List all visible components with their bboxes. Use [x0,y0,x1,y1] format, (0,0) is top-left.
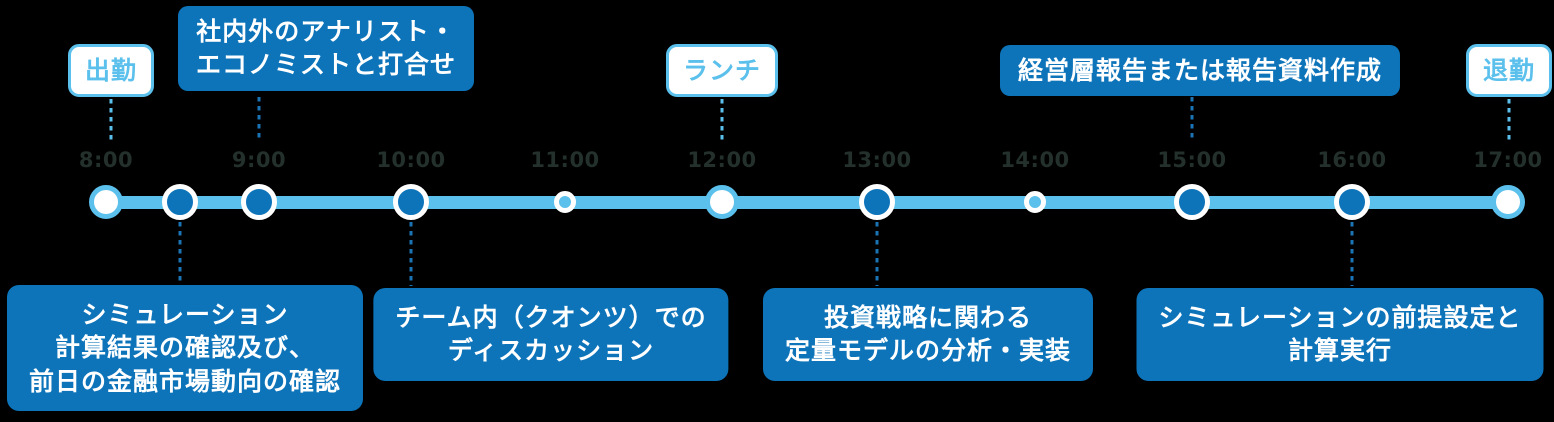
timeline-tick-9-00: 9:00 [231,148,287,172]
timeline-node-12-00[interactable] [705,185,739,219]
label-team-quants-discussion[interactable]: チーム内（クオンツ）での ディスカッション [373,288,729,381]
leader-line-simulation-check-market-review [178,222,182,284]
timeline-node-10-00[interactable] [393,184,429,220]
leader-line-clock-out [1507,99,1511,141]
timeline-tick-13-00: 13:00 [842,148,912,172]
leader-line-clock-in [109,99,113,141]
timeline-tick-12-00: 12:00 [687,148,757,172]
timeline-node-17-00[interactable] [1491,185,1525,219]
timeline-tick-11-00: 11:00 [530,148,600,172]
timeline-tick-15-00: 15:00 [1157,148,1227,172]
leader-line-analyst-economist-meeting [257,97,261,141]
timeline-tick-14-00: 14:00 [1000,148,1070,172]
leader-line-team-quants-discussion [409,222,413,286]
label-simulation-check-market-review[interactable]: シミュレーション 計算結果の確認及び、 前日の金融市場動向の確認 [6,285,364,411]
label-clock-in[interactable]: 出勤 [67,44,155,98]
timeline-rail [101,196,1509,209]
timeline-node-16-00[interactable] [1334,184,1370,220]
timeline-tick-8-00: 8:00 [78,148,134,172]
leader-line-exec-report [1190,97,1194,141]
timeline-tick-10-00: 10:00 [376,148,446,172]
leader-line-quant-model-analysis [875,222,879,286]
timeline-node-8-00[interactable] [89,185,123,219]
timeline-node-13-00[interactable] [859,184,895,220]
leader-line-simulation-setup-run [1350,222,1354,286]
label-exec-report[interactable]: 経営層報告または報告資料作成 [999,45,1401,97]
timeline-node-11-00[interactable] [554,191,576,213]
timeline-node-15-00[interactable] [1174,184,1210,220]
timeline-node-8-30[interactable] [162,184,198,220]
timeline-node-14-00[interactable] [1024,191,1046,213]
label-simulation-setup-run[interactable]: シミュレーションの前提設定と 計算実行 [1136,288,1544,381]
label-analyst-economist-meeting[interactable]: 社内外のアナリスト・ エコノミストと打合せ [177,6,475,91]
timeline-tick-17-00: 17:00 [1473,148,1543,172]
label-quant-model-analysis[interactable]: 投資戦略に関わる 定量モデルの分析・実装 [762,288,1094,381]
timeline-node-9-00[interactable] [241,184,277,220]
timeline-tick-16-00: 16:00 [1317,148,1387,172]
label-lunch[interactable]: ランチ [665,44,779,98]
leader-line-lunch [720,99,724,141]
label-clock-out[interactable]: 退勤 [1465,44,1553,98]
